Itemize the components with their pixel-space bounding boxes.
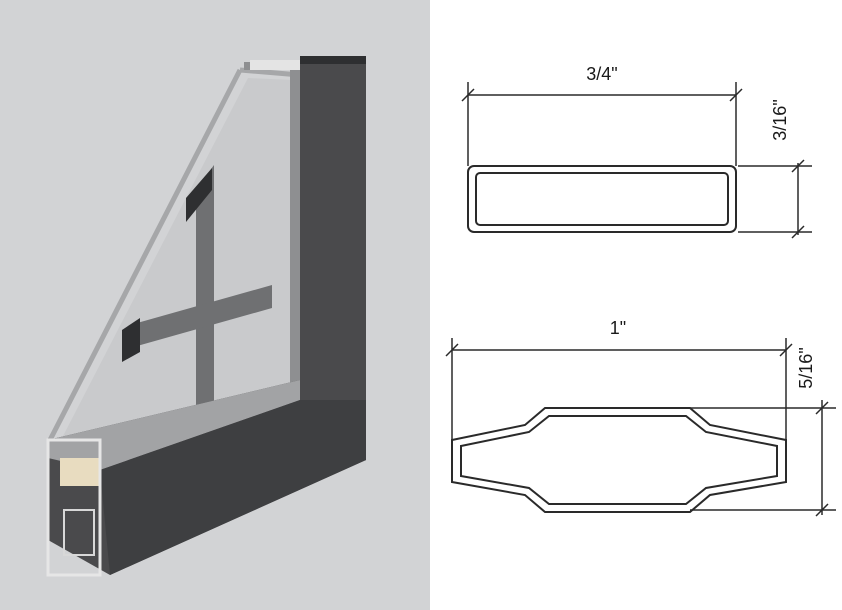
shaped-profile-height-dimension: [690, 400, 836, 517]
profile-drawings: 3/4" 3/16" 1" 5/16": [445, 64, 836, 517]
rect-width-label: 3/4": [586, 64, 617, 84]
frame-sill: [46, 380, 366, 577]
shaped-height-label: 5/16": [796, 347, 816, 388]
rect-profile-width-dimension: [461, 82, 743, 166]
sill-profile-outline: [46, 438, 102, 577]
shaped-width-label: 1": [610, 318, 626, 338]
rect-profile-height-dimension: [738, 159, 812, 239]
grille-bars: [122, 165, 272, 432]
glass-area: [62, 78, 292, 452]
window-frame-cutaway-image: [0, 0, 430, 610]
shaped-tube-profile: [451, 407, 787, 513]
spacer-block: [60, 458, 100, 486]
shaped-profile-width-dimension: [445, 338, 793, 440]
rect-height-label: 3/16": [770, 99, 790, 140]
rect-tube-profile: [467, 165, 737, 233]
